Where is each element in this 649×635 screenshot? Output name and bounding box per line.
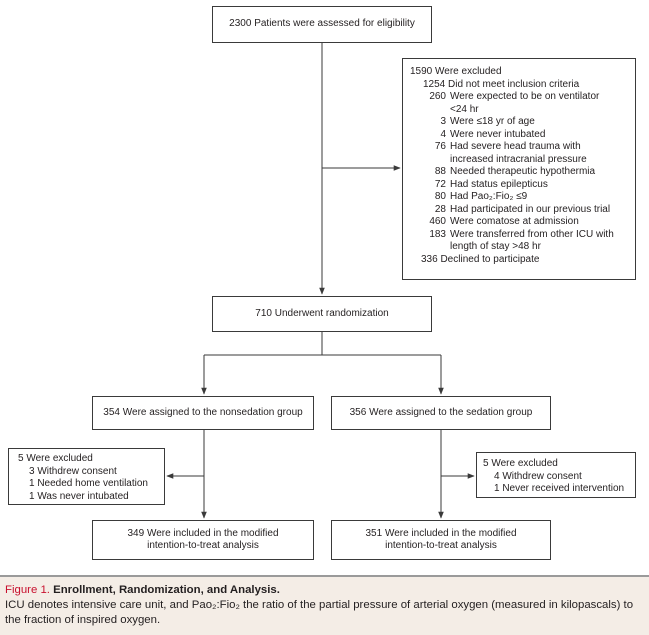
exclusion-reason-row: 460 Were comatose at admission: [421, 216, 635, 229]
sedation-group-text: 356 Were assigned to the sedation group: [349, 406, 533, 418]
nonsedation-excluded-item: 3 Withdrew consent: [29, 465, 117, 477]
assessed-text: 2300 Patients were assessed for eligibil…: [229, 18, 415, 30]
sedation-excluded-item: 1 Never received intervention: [494, 483, 625, 494]
exclusion-reason-row: 3 Were ≤18 yr of age: [421, 116, 635, 129]
exclusion-reason-count: 72: [434, 178, 446, 190]
exclusion-reason-continuation: <24 hr: [450, 103, 479, 115]
excluded-box: 1590 Were excluded 1254 Did not meet inc…: [402, 58, 636, 280]
exclusion-reason-row: 80 Had Pao₂:Fio₂ ≤9: [421, 191, 635, 204]
declined-text: 336 Declined to participate: [421, 253, 540, 265]
sedation-excluded-item: 4 Withdrew consent: [494, 470, 582, 482]
nonsedation-group-box: 354 Were assigned to the nonsedation gro…: [92, 396, 314, 430]
nonsedation-analysis-line1: 349 Were included in the modified: [127, 527, 279, 539]
sedation-analysis-line2: intention-to-treat analysis: [385, 540, 497, 551]
exclusion-reason-text: Had Pao₂:Fio₂ ≤9: [450, 191, 528, 202]
sedation-group-box: 356 Were assigned to the sedation group: [331, 396, 551, 430]
nonsedation-excluded-item: 1 Was never intubated: [29, 490, 129, 502]
flow-diagram: 2300 Patients were assessed for eligibil…: [8, 6, 636, 560]
excluded-title: 1590 Were excluded: [410, 66, 502, 77]
exclusion-reasons: 260 Were expected to be on ventilator<24 …: [410, 91, 635, 254]
randomization-text: 710 Underwent randomization: [255, 307, 389, 319]
exclusion-reason-row: 4 Were never intubated: [421, 129, 635, 142]
exclusion-reason-count: 28: [434, 203, 446, 215]
exclusion-reason-row: 260 Were expected to be on ventilator: [421, 91, 635, 104]
exclusion-reason-text: Were ≤18 yr of age: [450, 116, 535, 127]
exclusion-reason-row: 72 Had status epilepticus: [421, 179, 635, 192]
exclusion-reason-row: 28 Had participated in our previous trial: [421, 204, 635, 217]
exclusion-reason-count: 3: [440, 116, 446, 127]
exclusion-reason-text: Were never intubated: [450, 128, 546, 140]
sedation-analysis-box: 351 Were included in the modified intent…: [331, 520, 551, 560]
nonsedation-excluded-item: 1 Needed home ventilation: [29, 478, 148, 489]
exclusion-reason-count: 80: [434, 191, 446, 202]
caption-text: ICU denotes intensive care unit, and Pao…: [5, 599, 634, 626]
nonsedation-analysis-line2: intention-to-treat analysis: [147, 540, 259, 551]
exclusion-reason-count: 88: [434, 166, 446, 177]
exclusion-reason-text: Had participated in our previous trial: [450, 203, 611, 215]
exclusion-reason-row: 88 Needed therapeutic hypothermia: [421, 166, 635, 179]
sedation-excluded-box: 5 Were excluded 4 Withdrew consent 1 Nev…: [476, 452, 636, 498]
nonsedation-analysis-box: 349 Were included in the modified intent…: [92, 520, 314, 560]
nonsedation-excluded-box: 5 Were excluded 3 Withdrew consent 1 Nee…: [8, 448, 165, 505]
exclusion-reason-text: Had status epilepticus: [450, 178, 548, 190]
sedation-analysis-line1: 351 Were included in the modified: [365, 527, 517, 539]
exclusion-reason-count: 460: [429, 216, 446, 227]
exclusion-reason-count: 4: [440, 128, 446, 140]
exclusion-reason-text: Had severe head trauma with: [450, 141, 581, 152]
excluded-subtitle: 1254 Did not meet inclusion criteria: [423, 78, 580, 90]
exclusion-reason-row: 76 Had severe head trauma with: [421, 141, 635, 154]
flow-connectors: [166, 43, 475, 519]
exclusion-reason-continuation: length of stay >48 hr: [450, 241, 541, 252]
exclusion-reason-text: Were transferred from other ICU with: [450, 228, 614, 240]
exclusion-reason-continuation: increased intracranial pressure: [450, 153, 587, 165]
assessed-box: 2300 Patients were assessed for eligibil…: [212, 6, 432, 43]
exclusion-reason-text: Needed therapeutic hypothermia: [450, 166, 596, 177]
randomization-box: 710 Underwent randomization: [212, 296, 432, 332]
figure-caption: Figure 1. Enrollment, Randomization, and…: [0, 575, 649, 635]
exclusion-reason-text: Were expected to be on ventilator: [450, 91, 600, 102]
nonsedation-group-text: 354 Were assigned to the nonsedation gro…: [103, 406, 303, 418]
exclusion-reason-count: 76: [434, 141, 446, 152]
nonsedation-excluded-title: 5 Were excluded: [18, 453, 93, 464]
exclusion-reason-count: 260: [429, 91, 446, 102]
exclusion-reason-text: Were comatose at admission: [450, 216, 579, 227]
figure-title: Enrollment, Randomization, and Analysis.: [53, 584, 280, 596]
caption-heading: Figure 1. Enrollment, Randomization, and…: [5, 583, 644, 598]
sedation-excluded-title: 5 Were excluded: [483, 458, 558, 469]
figure-label: Figure 1.: [5, 584, 50, 596]
exclusion-reason-row: 183 Were transferred from other ICU with: [421, 229, 635, 242]
exclusion-reason-count: 183: [429, 228, 446, 240]
